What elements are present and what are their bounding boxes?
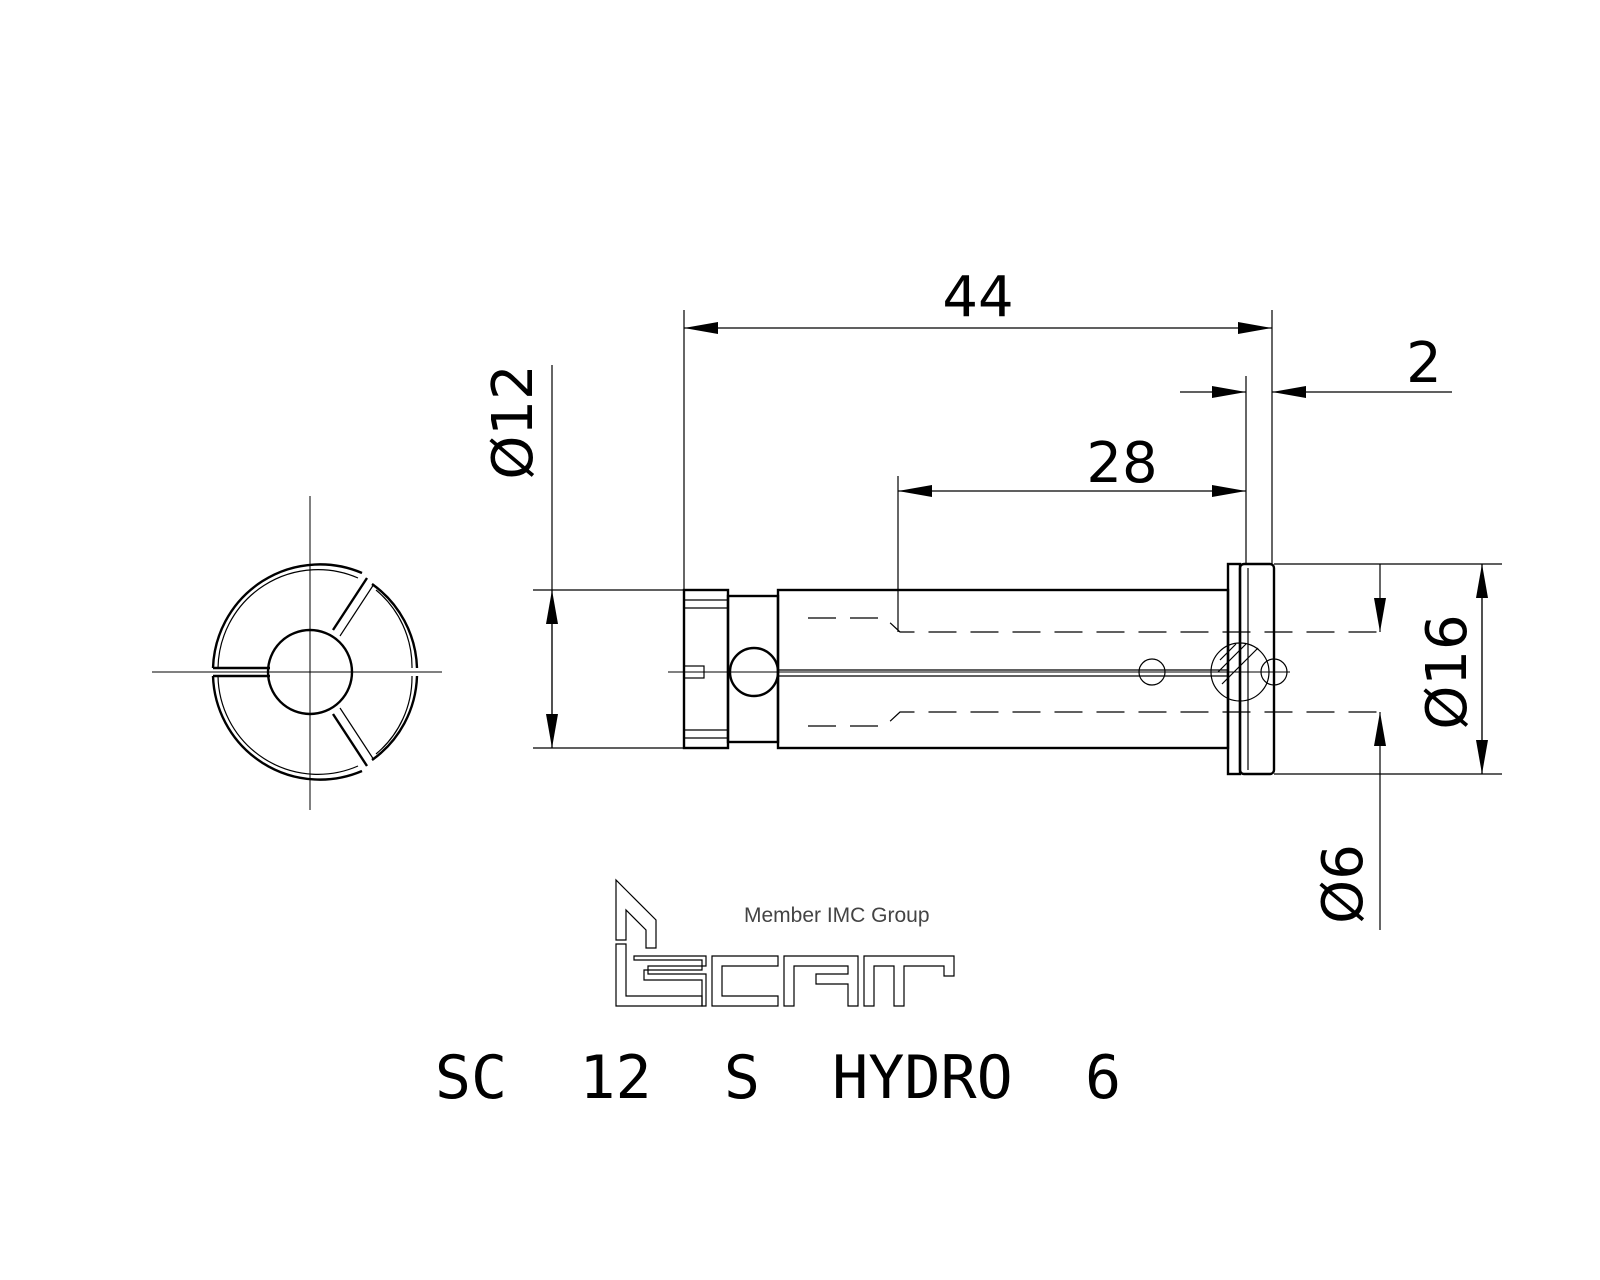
end-view-slot-lower-b (339, 707, 375, 761)
end-view-bore (266, 628, 354, 716)
end-view-slot-upper (331, 577, 369, 631)
pin-hatch-3 (1221, 647, 1259, 685)
logo-c (711, 955, 779, 1007)
dim-overall-length: 44 (942, 265, 1013, 330)
logo-l (615, 943, 703, 1007)
pin-hatch-1 (1219, 643, 1237, 661)
dimensions: 44 2 28 Ø12 Ø16 Ø6 (481, 265, 1502, 930)
end-view-outer-ring (211, 563, 419, 781)
iscar-logo: Member IMC Group (615, 878, 955, 1007)
dim-bore-diameter: Ø6 (1311, 844, 1376, 924)
end-view-inner-ring (217, 569, 413, 775)
pin-hatch-2 (1217, 643, 1247, 673)
end-view-slot-upper-b (339, 583, 375, 637)
logo-r (863, 955, 955, 1007)
brand-tagline: Member IMC Group (744, 904, 930, 927)
slot-end-notch (683, 665, 705, 679)
dim-slot-length: 28 (1086, 431, 1157, 496)
dim-shank-diameter: Ø12 (481, 364, 546, 479)
dim-flange-diameter: Ø16 (1415, 614, 1480, 729)
logo-i (615, 878, 657, 949)
side-view (668, 562, 1390, 776)
bore-hidden-top (808, 617, 1390, 633)
logo-s (633, 955, 707, 1007)
logo-a (783, 955, 859, 1007)
groove (726, 594, 780, 744)
pin-center-mark (1260, 658, 1288, 686)
part-number: SC 12 S HYDRO 6 (435, 1043, 1121, 1113)
flange-lip (1238, 562, 1276, 776)
end-view-slot-lower (331, 713, 369, 767)
dim-flange-width: 2 (1406, 331, 1442, 396)
left-collar (682, 588, 730, 750)
bore-hidden-bottom (808, 711, 1390, 727)
small-hole (1138, 658, 1166, 686)
end-view (152, 496, 442, 810)
sectioned-pin (1210, 642, 1270, 702)
flange (1226, 562, 1242, 776)
main-body (776, 588, 1230, 750)
cross-hole (728, 646, 780, 698)
